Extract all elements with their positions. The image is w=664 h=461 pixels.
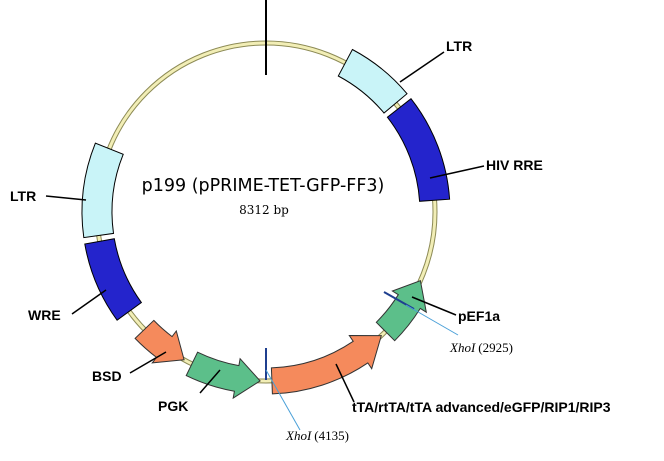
ltr-left-leader <box>45 195 87 201</box>
xhoi-4135-position: (4135) <box>314 428 349 443</box>
xhoi-4135-leader <box>265 369 301 431</box>
xhoi-2925-position: (2925) <box>478 340 513 355</box>
pgk-label: PGK <box>158 398 188 414</box>
xhoi-4135-name: XhoI <box>285 428 312 443</box>
hiv-rre-leader <box>429 165 485 179</box>
tta-leader <box>335 363 355 403</box>
bsd-leader <box>129 351 167 374</box>
pef1a-leader <box>411 296 457 316</box>
pef1a-arrow <box>375 280 428 342</box>
ltr-left-label: LTR <box>10 188 36 204</box>
wre-label: WRE <box>28 307 61 323</box>
ltr-left-segment <box>81 142 124 239</box>
hiv-rre-label: HIV RRE <box>486 157 543 173</box>
wre-leader <box>71 289 107 315</box>
pef1a-label: pEF1a <box>458 308 500 324</box>
hiv-rre-segment <box>386 97 451 202</box>
xhoi-2925-name: XhoI <box>449 340 476 355</box>
ltr-right-label: LTR <box>446 38 472 54</box>
tta-arrow <box>270 334 382 395</box>
pgk-arrow <box>185 351 261 400</box>
ltr-right-leader <box>399 51 445 83</box>
xhoi-2925-leader <box>405 304 459 336</box>
xhoi-2925-label: XhoI(2925) <box>449 340 513 355</box>
bsd-label: BSD <box>92 368 122 384</box>
plasmid-size: 8312 bp <box>239 203 289 217</box>
ltr-right-segment <box>337 48 408 114</box>
plasmid-name: p199 (pPRIME-TET-GFP-FF3) <box>142 176 385 196</box>
tta-label: tTA/rtTA/tTA advanced/eGFP/RIP1/RIP3 <box>352 399 611 415</box>
pgk-leader <box>199 369 221 394</box>
wre-segment <box>84 238 143 321</box>
xhoi-4135-label: XhoI(4135) <box>285 428 349 443</box>
